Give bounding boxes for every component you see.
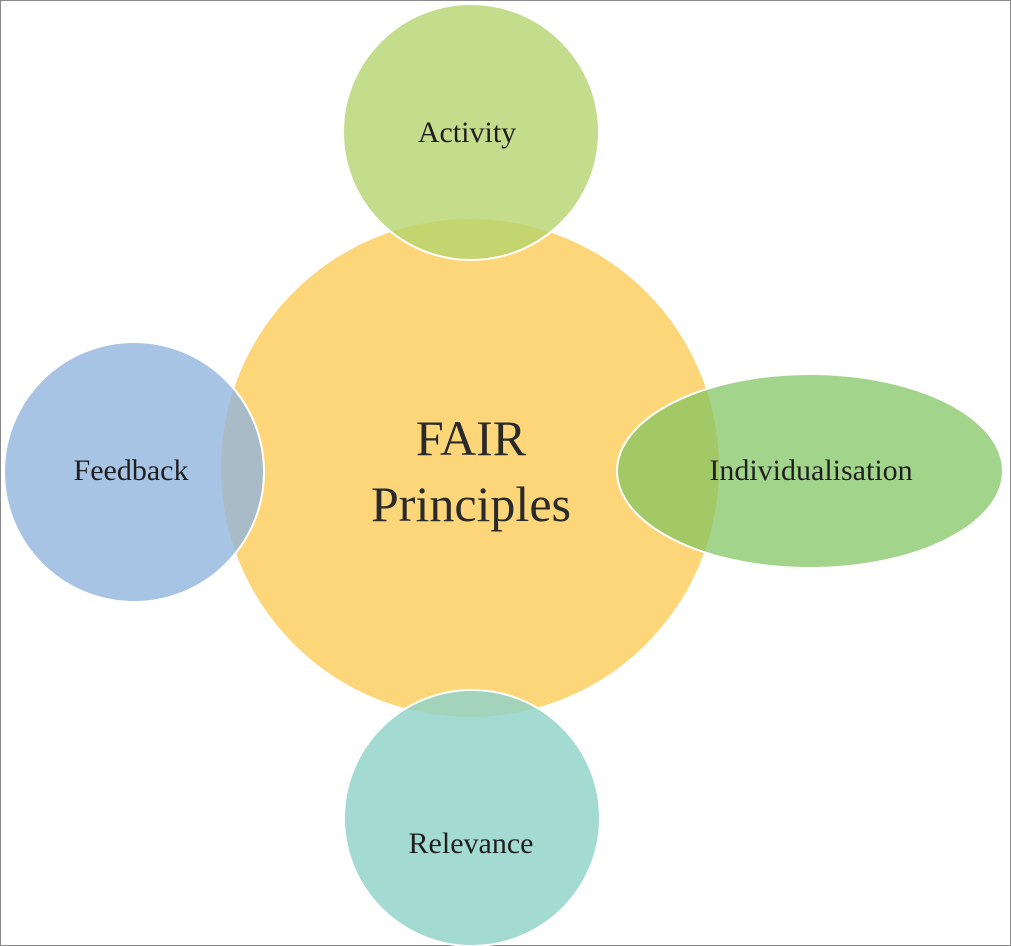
activity-label: Activity (418, 116, 516, 149)
relevance-circle (343, 689, 601, 946)
center-title-line2: Principles (371, 476, 571, 532)
activity-circle (342, 3, 600, 261)
center-title-line1: FAIR (416, 410, 527, 466)
individualisation-ellipse (616, 373, 1004, 569)
feedback-label: Feedback (74, 454, 189, 487)
feedback-circle (3, 341, 265, 603)
relevance-label: Relevance (409, 827, 534, 860)
individualisation-label: Individualisation (709, 454, 912, 487)
